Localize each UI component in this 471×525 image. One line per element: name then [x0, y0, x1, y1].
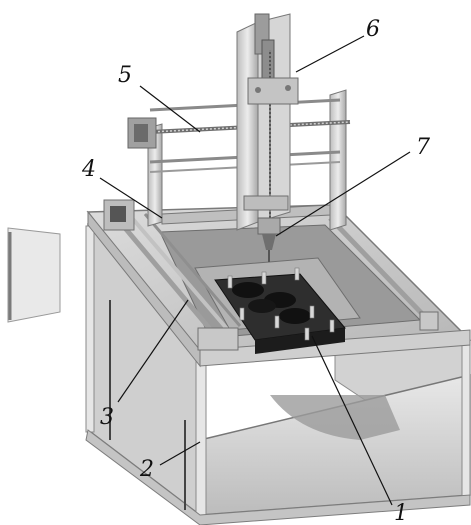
left-guide-rail	[103, 199, 242, 351]
callout-4: 4	[81, 157, 96, 182]
callout-2: 2	[139, 457, 154, 482]
callout-6: 6	[366, 17, 380, 42]
leader-7	[275, 151, 411, 237]
leader-6	[295, 35, 365, 73]
callout-1: 1	[394, 501, 408, 525]
leader-4	[99, 177, 163, 219]
callout-5: 5	[118, 63, 132, 88]
leader-2	[159, 441, 201, 466]
callout-3: 3	[100, 405, 114, 430]
right-guide-rail	[328, 216, 439, 331]
leader-1	[311, 335, 393, 506]
z-axis-column	[236, 13, 299, 231]
leader-3	[117, 299, 189, 403]
leader-5	[139, 85, 201, 133]
leader-lines	[99, 35, 411, 506]
engine-block	[214, 267, 346, 354]
side-glass-panel	[7, 227, 61, 323]
tool-head	[257, 217, 281, 262]
callout-7: 7	[416, 135, 430, 160]
